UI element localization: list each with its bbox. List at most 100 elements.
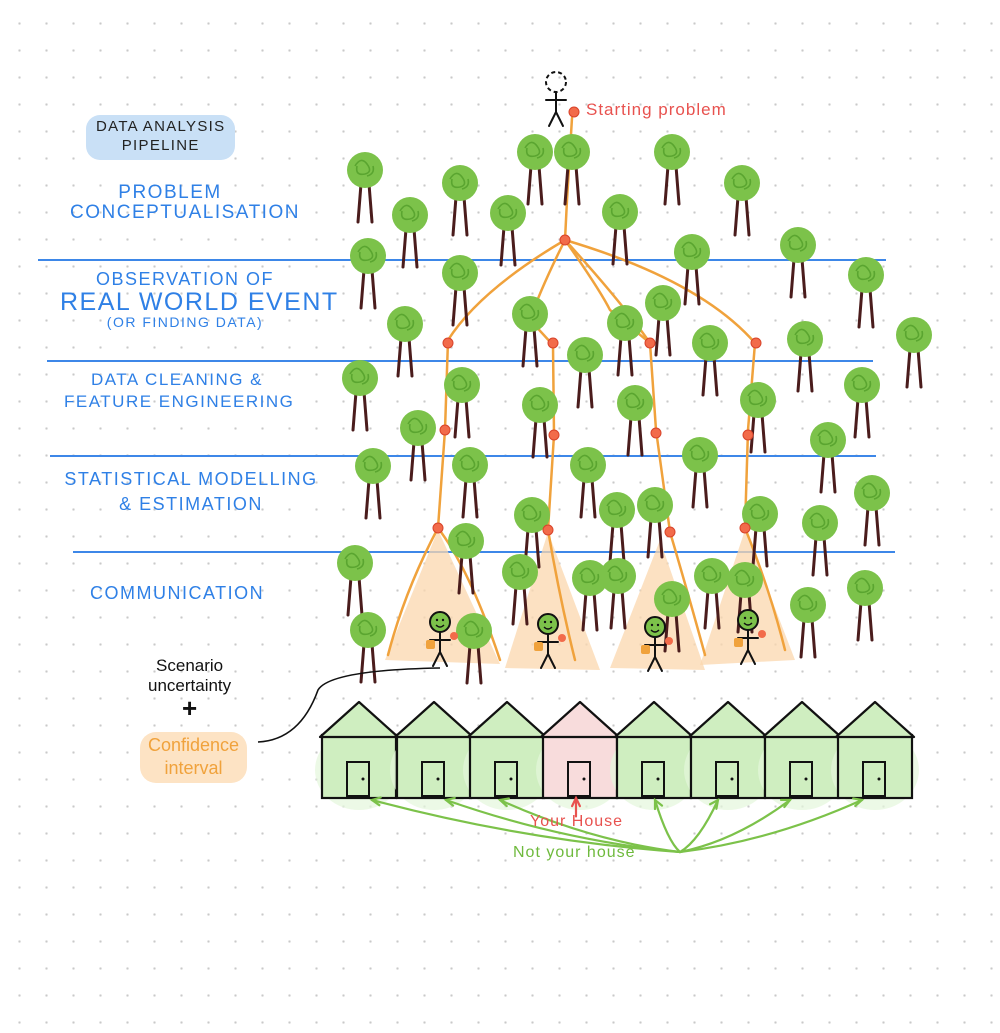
scenario-uncertainty-label: Scenario uncertainty + <box>148 656 231 721</box>
house-wall <box>395 733 473 800</box>
person-eye <box>543 620 547 624</box>
tree-trunk <box>451 195 469 237</box>
arrow-head <box>570 795 582 808</box>
tree-canopy <box>848 257 884 293</box>
tree-trunk <box>401 227 419 269</box>
house-wall <box>320 733 398 800</box>
tree-scribble <box>652 292 673 310</box>
tree-trunk <box>359 268 377 310</box>
person-body <box>537 633 559 669</box>
tree-scribble <box>689 444 710 462</box>
decision-node <box>568 106 580 118</box>
tree-icon <box>742 496 778 568</box>
tree-canopy <box>740 382 776 418</box>
house-door <box>789 761 813 797</box>
person-marker <box>665 637 673 645</box>
tree-scribble <box>579 567 600 585</box>
tree-trunk <box>465 643 483 685</box>
person-eye <box>743 616 747 620</box>
person-marker <box>558 634 566 642</box>
tree-trunk <box>799 617 817 659</box>
door-knob <box>509 777 513 781</box>
stage-label-line: & Estimation <box>119 493 263 514</box>
person-bag <box>426 640 435 649</box>
tree-scribble <box>817 429 838 447</box>
route-path <box>563 238 652 345</box>
starting-person-icon <box>545 71 567 127</box>
tree-canopy <box>802 505 838 541</box>
tree-scribble <box>463 620 484 638</box>
tree-canopy <box>617 385 653 421</box>
stage-communication: Communication <box>90 584 264 603</box>
tree-icon <box>727 562 763 634</box>
tree-scribble <box>749 503 770 521</box>
tree-scribble <box>394 313 415 331</box>
stage-label-line: (or finding data) <box>106 314 264 331</box>
person-eye <box>749 616 753 620</box>
tree-canopy <box>570 447 606 483</box>
tree-icon <box>456 613 492 685</box>
tree-scribble <box>449 262 470 280</box>
tree-canopy <box>854 475 890 511</box>
tree-trunk <box>396 336 414 378</box>
tree-icon <box>810 422 846 494</box>
tree-canopy <box>387 306 423 342</box>
tree-trunk <box>579 477 597 519</box>
tree-trunk <box>364 478 382 520</box>
stage-label-line: Communication <box>90 583 265 603</box>
your-house-icon <box>536 700 624 810</box>
tree-scribble <box>362 455 383 473</box>
tree-icon <box>570 447 606 519</box>
not-your-house-arrow-icon <box>678 798 793 854</box>
not-your-house-arrow-icon <box>369 796 682 854</box>
tree-trunk <box>409 440 427 482</box>
not-your-house-label: Not your house <box>513 844 636 861</box>
tree-canopy <box>692 325 728 361</box>
tree-icon <box>848 257 884 329</box>
house-door <box>862 761 886 797</box>
tree-canopy <box>600 558 636 594</box>
tree-canopy <box>517 134 553 170</box>
person-head <box>644 616 666 638</box>
tree-scribble <box>809 512 830 530</box>
decision-node <box>542 524 554 536</box>
person-marker <box>758 630 766 638</box>
tree-canopy <box>554 134 590 170</box>
tree-scribble <box>903 324 924 342</box>
arrow-head <box>443 796 456 807</box>
tree-canopy <box>654 134 690 170</box>
not-your-house-arrow-icon <box>678 797 720 854</box>
tree-canopy <box>392 197 428 233</box>
house-wall <box>689 733 767 800</box>
house-icon <box>315 700 403 810</box>
tree-trunk <box>563 164 581 206</box>
house-door <box>641 761 665 797</box>
house-wall <box>836 733 914 800</box>
tree-scribble <box>607 565 628 583</box>
tree-icon <box>637 487 673 559</box>
arrow-head <box>369 796 382 807</box>
decision-node <box>559 234 571 246</box>
tree-scribble <box>399 204 420 222</box>
tree-trunk <box>663 164 681 206</box>
tree-trunk <box>351 390 369 432</box>
tree-scribble <box>644 494 665 512</box>
tree-icon <box>896 317 932 389</box>
person-body <box>545 91 567 127</box>
tree-scribble <box>624 392 645 410</box>
tree-canopy <box>674 234 710 270</box>
tree-trunk <box>521 326 539 368</box>
tree-trunk <box>611 224 629 266</box>
route-path <box>528 238 567 532</box>
arrow-shaft <box>444 798 682 854</box>
house-door <box>715 761 739 797</box>
confidence-cone <box>505 532 600 670</box>
tree-icon <box>400 410 436 482</box>
not-your-house-arrow-icon <box>653 797 682 854</box>
decision-node <box>664 526 676 538</box>
tree-scribble <box>701 565 722 583</box>
tree-scribble <box>661 141 682 159</box>
arrow-head <box>653 797 664 811</box>
starting-problem-label: Starting problem <box>586 100 727 119</box>
tree-icon <box>448 523 484 595</box>
